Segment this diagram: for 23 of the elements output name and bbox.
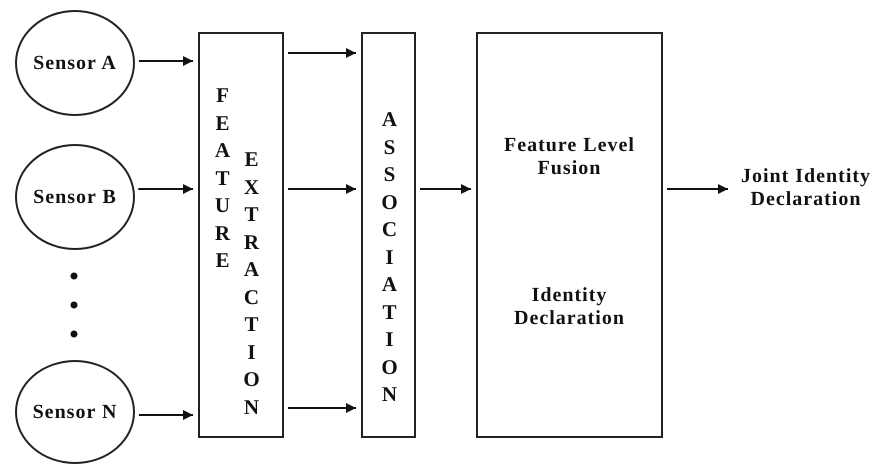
process-box — [198, 32, 284, 438]
output-label: Joint Identity Declaration — [740, 165, 872, 211]
arrow — [288, 184, 356, 194]
sensor-circle — [15, 144, 135, 250]
sensor-circle — [15, 360, 135, 464]
process-box — [361, 32, 416, 438]
arrow — [288, 403, 356, 413]
arrow — [288, 48, 356, 58]
node-label: Feature Level Fusion — [503, 134, 636, 180]
node-label: Sensor A — [33, 52, 117, 74]
node-label: Sensor N — [32, 400, 118, 424]
arrow — [138, 410, 193, 420]
arrow — [138, 56, 193, 66]
process-box — [476, 32, 663, 438]
vertical-label: ASSOCIATION — [380, 106, 399, 408]
vertical-label: EXTRACTION — [242, 146, 261, 420]
arrow — [667, 184, 728, 194]
node-label: Identity Declaration — [513, 284, 626, 330]
node-label: Sensor B — [33, 186, 117, 208]
arrow — [138, 184, 193, 194]
arrow — [420, 184, 471, 194]
vertical-label: FEATURE — [214, 82, 232, 274]
sensor-circle — [15, 10, 135, 116]
